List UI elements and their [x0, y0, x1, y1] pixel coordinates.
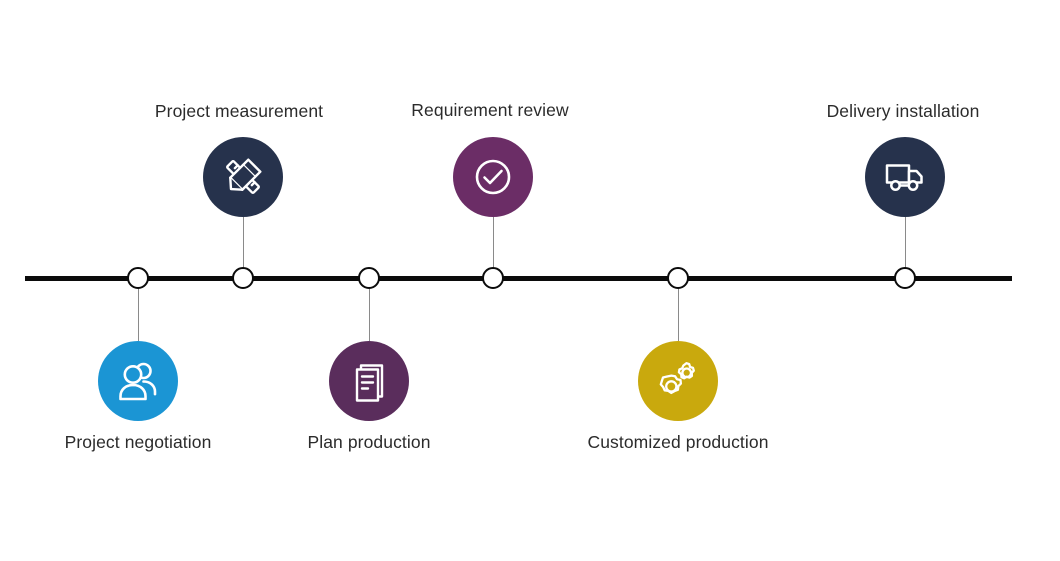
node-step-1[interactable] [127, 267, 149, 289]
pencil-ruler-icon [220, 154, 266, 200]
node-step-5[interactable] [667, 267, 689, 289]
timeline-axis [25, 276, 1012, 281]
stem-step-2 [243, 216, 244, 278]
caption-step-4: Requirement review [411, 100, 569, 120]
icon-disc-customized-production[interactable] [638, 341, 718, 421]
documents-stack-icon [348, 359, 390, 403]
icon-disc-delivery-installation[interactable] [865, 137, 945, 217]
icon-disc-plan-production[interactable] [329, 341, 409, 421]
caption-step-5: Customized production [587, 432, 769, 452]
node-step-6[interactable] [894, 267, 916, 289]
node-step-2[interactable] [232, 267, 254, 289]
caption-step-1: Project negotiation [64, 432, 212, 452]
stem-step-4 [493, 216, 494, 278]
users-group-icon [115, 359, 161, 403]
node-step-4[interactable] [482, 267, 504, 289]
icon-disc-project-measurement[interactable] [203, 137, 283, 217]
check-circle-icon [471, 155, 515, 199]
delivery-truck-icon [882, 156, 928, 198]
icon-disc-requirement-review[interactable] [453, 137, 533, 217]
caption-step-2: Project measurement [154, 101, 324, 121]
node-step-3[interactable] [358, 267, 380, 289]
stem-step-6 [905, 216, 906, 278]
caption-step-6: Delivery installation [826, 101, 980, 121]
icon-disc-project-negotiation[interactable] [98, 341, 178, 421]
stem-step-1 [138, 278, 139, 341]
stem-step-3 [369, 278, 370, 341]
caption-step-3: Plan production [307, 432, 431, 452]
gears-icon [655, 359, 701, 403]
stem-step-5 [678, 278, 679, 341]
